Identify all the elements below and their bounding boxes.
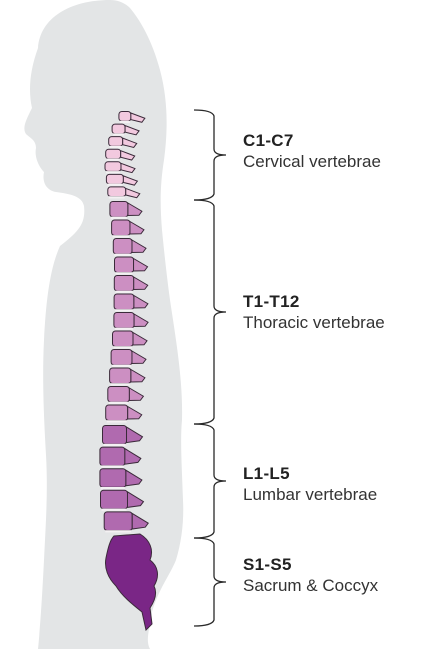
label-cervical: C1-C7 Cervical vertebrae (243, 131, 443, 173)
cervical-disc-6 (107, 184, 122, 186)
cervical-vertebra-7 (108, 187, 126, 197)
cervical-disc-1 (120, 121, 130, 123)
label-sacrum: S1-S5 Sacrum & Coccyx (243, 555, 443, 597)
thoracic-disc-1 (111, 217, 127, 219)
cervical-vertebra-3 (109, 137, 123, 147)
lumbar-disc-3 (101, 487, 125, 489)
lumbar-vertebra-5 (104, 512, 132, 531)
label-lumbar-code: L1-L5 (243, 464, 443, 484)
thoracic-vertebra-8 (113, 331, 134, 347)
cervical-vertebra-5 (105, 162, 121, 172)
thoracic-bracket (194, 200, 226, 424)
label-sacrum-code: S1-S5 (243, 555, 443, 575)
label-cervical-name: Cervical vertebrae (243, 151, 443, 173)
lumbar-disc-1 (104, 444, 126, 446)
thoracic-vertebra-4 (115, 257, 134, 273)
lumbar-vertebra-2 (100, 447, 125, 466)
cervical-disc-2 (113, 133, 124, 135)
thoracic-disc-2 (113, 235, 129, 237)
thoracic-disc-12 (107, 420, 127, 422)
label-sacrum-name: Sacrum & Coccyx (243, 575, 443, 597)
thoracic-vertebra-1 (110, 202, 128, 218)
thoracic-vertebra-3 (113, 239, 132, 255)
cervical-disc-4 (107, 159, 120, 161)
thoracic-disc-8 (114, 346, 133, 348)
thoracic-vertebra-5 (114, 276, 134, 292)
cervical-bracket (194, 110, 226, 200)
lumbar-disc-2 (101, 465, 124, 467)
lumbar-vertebra-1 (103, 426, 127, 445)
cervical-disc-3 (110, 146, 122, 148)
thoracic-disc-11 (109, 402, 129, 404)
cervical-vertebra-6 (106, 174, 123, 184)
thoracic-vertebra-2 (112, 220, 130, 236)
thoracic-disc-10 (111, 383, 130, 385)
segment-brackets (194, 110, 226, 626)
label-cervical-code: C1-C7 (243, 131, 443, 151)
lumbar-vertebra-3 (100, 469, 126, 488)
thoracic-disc-7 (115, 328, 133, 330)
label-lumbar: L1-L5 Lumbar vertebrae (243, 464, 443, 506)
thoracic-disc-9 (112, 365, 131, 367)
sacrum-bracket (194, 538, 226, 626)
label-thoracic: T1-T12 Thoracic vertebrae (243, 292, 443, 334)
cervical-vertebra-2 (112, 124, 125, 134)
thoracic-vertebra-9 (111, 350, 132, 366)
cervical-vertebra-1 (119, 112, 131, 122)
lumbar-bracket (194, 424, 226, 538)
lumbar-disc-5 (105, 530, 131, 532)
thoracic-vertebra-6 (114, 294, 134, 310)
thoracic-vertebra-7 (114, 313, 134, 329)
cervical-disc-7 (109, 196, 125, 198)
thoracic-disc-5 (115, 291, 133, 293)
cervical-vertebra-4 (106, 149, 121, 159)
label-thoracic-code: T1-T12 (243, 292, 443, 312)
thoracic-disc-3 (114, 254, 131, 256)
lumbar-disc-4 (102, 509, 127, 511)
thoracic-vertebra-11 (108, 387, 130, 403)
thoracic-vertebra-12 (106, 405, 128, 421)
thoracic-disc-6 (115, 309, 133, 311)
lumbar-vertebra-4 (101, 490, 128, 509)
thoracic-disc-4 (116, 272, 133, 274)
cervical-disc-5 (106, 171, 120, 173)
thoracic-vertebra-10 (110, 368, 131, 384)
label-lumbar-name: Lumbar vertebrae (243, 484, 443, 506)
label-thoracic-name: Thoracic vertebrae (243, 312, 443, 334)
body-silhouette (24, 0, 183, 649)
